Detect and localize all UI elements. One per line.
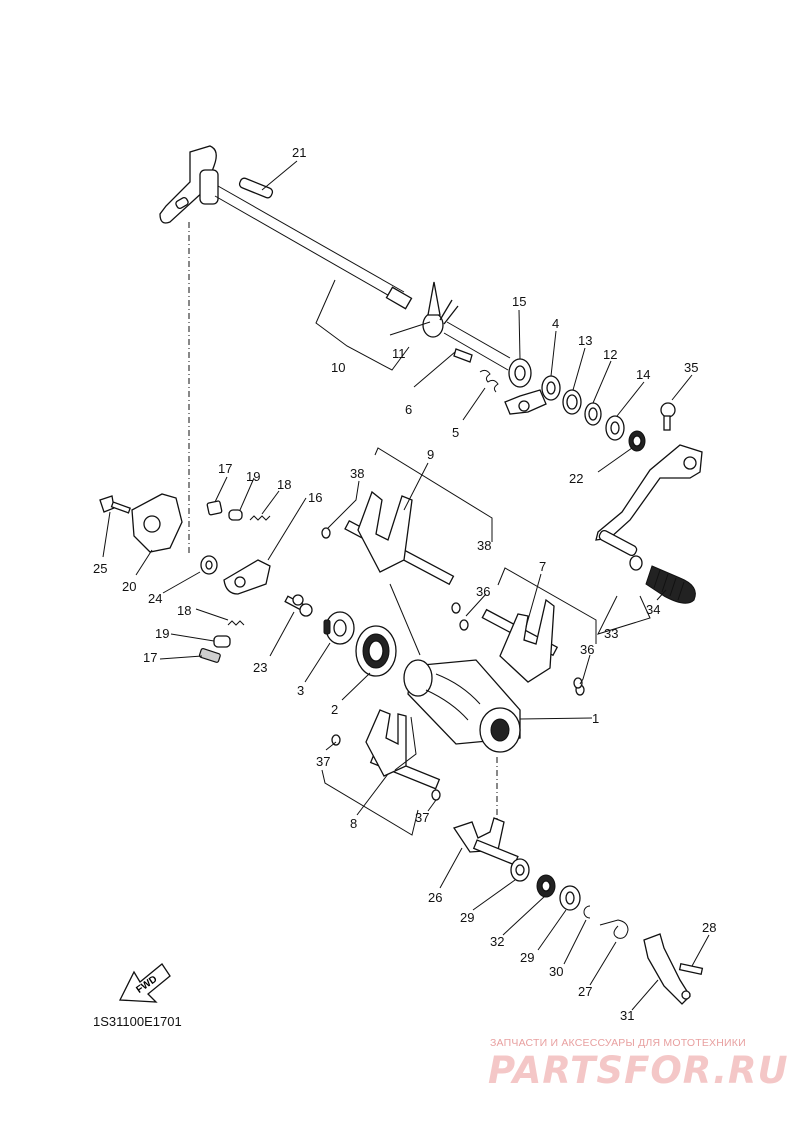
- shift-shaft-assembly: [159, 145, 511, 371]
- label-29b: 29: [520, 950, 534, 965]
- shift-pedal: [595, 444, 703, 604]
- label-14: 14: [636, 367, 650, 382]
- label-17a: 17: [218, 461, 232, 476]
- label-7: 7: [539, 559, 546, 574]
- label-24: 24: [148, 591, 162, 606]
- label-8: 8: [350, 816, 357, 831]
- label-31: 31: [620, 1008, 634, 1023]
- label-18b: 18: [177, 603, 191, 618]
- label-26: 26: [428, 890, 442, 905]
- label-29a: 29: [460, 910, 474, 925]
- watermark-tagline: ЗАПЧАСТИ И АКСЕССУАРЫ ДЛЯ МОТОТЕХНИКИ: [490, 1037, 746, 1049]
- label-22: 22: [569, 471, 583, 486]
- shift-forks: [321, 490, 585, 801]
- label-30: 30: [549, 964, 563, 979]
- label-28: 28: [702, 920, 716, 935]
- label-20: 20: [122, 579, 136, 594]
- label-4: 4: [552, 316, 559, 331]
- label-38b: 38: [477, 538, 491, 553]
- watermark-logo: PARTSFOR.RU: [488, 1049, 789, 1092]
- fwd-arrow-icon: FWD: [118, 963, 171, 1003]
- label-37a: 37: [316, 754, 330, 769]
- label-5: 5: [452, 425, 459, 440]
- part-number-labels: 21 10 11 15 4 13 12 14 35 22 6 5 9 38 38…: [93, 145, 716, 1023]
- label-12: 12: [603, 347, 617, 362]
- leader-lines: [102, 160, 710, 1011]
- label-32: 32: [490, 934, 504, 949]
- label-17b: 17: [143, 650, 157, 665]
- label-34: 34: [646, 602, 660, 617]
- label-1: 1: [592, 711, 599, 726]
- stopper-lever-assembly: [99, 493, 271, 663]
- shift-drum-assembly: [284, 594, 521, 753]
- label-18a: 18: [277, 477, 291, 492]
- label-19a: 19: [246, 469, 260, 484]
- label-33: 33: [604, 626, 618, 641]
- label-9: 9: [427, 447, 434, 462]
- label-38a: 38: [350, 466, 364, 481]
- label-6: 6: [405, 402, 412, 417]
- document-code: 1S31100E1701: [93, 1014, 182, 1029]
- label-21: 21: [292, 145, 306, 160]
- shift-shaft-small-parts: [453, 348, 676, 452]
- label-13: 13: [578, 333, 592, 348]
- label-36b: 36: [580, 642, 594, 657]
- label-27: 27: [578, 984, 592, 999]
- label-37b: 37: [415, 810, 429, 825]
- label-25: 25: [93, 561, 107, 576]
- label-19b: 19: [155, 626, 169, 641]
- label-10: 10: [331, 360, 345, 375]
- label-2: 2: [331, 702, 338, 717]
- label-36a: 36: [476, 584, 490, 599]
- label-23: 23: [253, 660, 267, 675]
- label-16: 16: [308, 490, 322, 505]
- label-15: 15: [512, 294, 526, 309]
- label-11: 11: [392, 346, 406, 361]
- shift-arm-assembly: [452, 817, 704, 1005]
- label-35: 35: [684, 360, 698, 375]
- label-3: 3: [297, 683, 304, 698]
